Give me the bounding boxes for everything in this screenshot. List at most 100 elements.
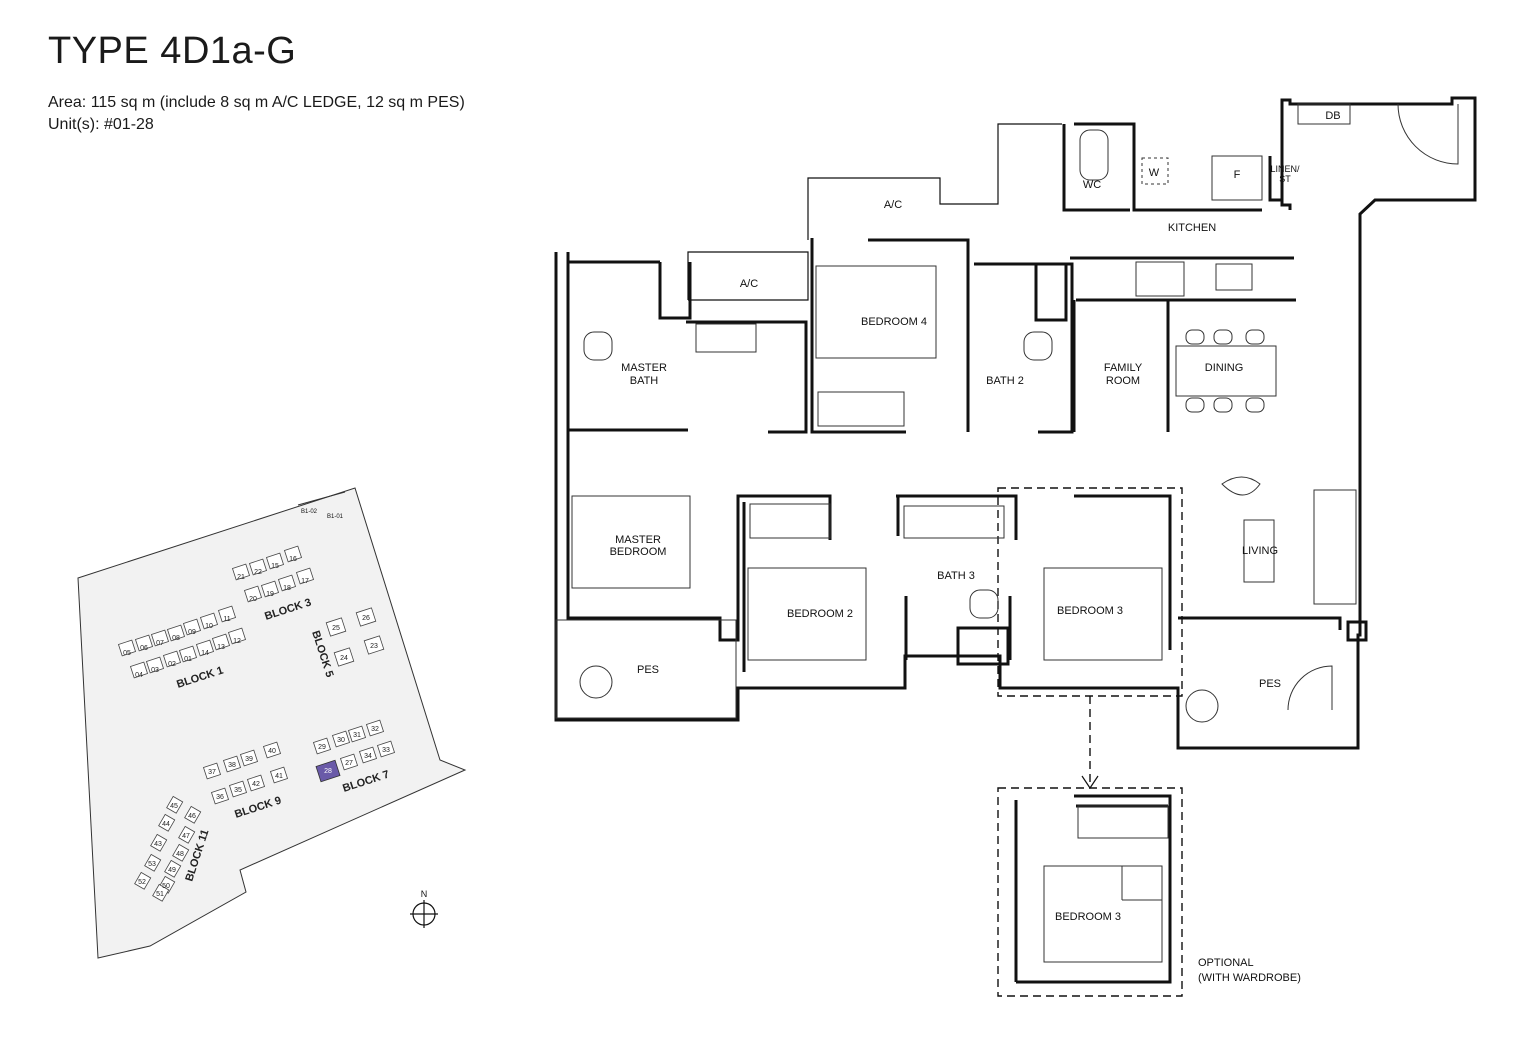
pes-chair-right-icon: [1185, 689, 1219, 723]
block-3: 21 22 15 16 20 19 18 17 BLOCK 3: [231, 545, 315, 623]
unit-37: 37: [208, 769, 216, 776]
unit-12: 12: [233, 638, 241, 645]
unit-39: 39: [245, 756, 253, 763]
unit-15: 15: [271, 563, 279, 570]
unit-25: 25: [332, 625, 340, 632]
unit-51: 51: [156, 891, 164, 898]
armchair-icon: [1221, 476, 1261, 496]
unit-47: 47: [182, 833, 190, 840]
dining-label: DINING: [1205, 362, 1244, 374]
unit-40: 40: [268, 748, 276, 755]
f-label: F: [1234, 169, 1241, 181]
bedroom2-bed-icon: [747, 567, 867, 661]
unit-21: 21: [237, 574, 245, 581]
family-room-label-1: FAMILY: [1104, 362, 1143, 374]
pes-left-label: PES: [637, 664, 659, 676]
bedroom3-bed-icon: [1043, 567, 1163, 661]
floor-plan: DB WC W F LINEN/ ST A/C KITCHEN A/C BEDR…: [554, 96, 1477, 997]
unit-33: 33: [382, 747, 390, 754]
pes-chair-left-icon: [579, 665, 613, 699]
ac-ledge-top: [807, 123, 1062, 240]
gate-b1-01: B1-01: [327, 514, 344, 520]
unit-19: 19: [266, 591, 274, 598]
outer-wall: [554, 96, 1477, 750]
kitchen-label: KITCHEN: [1168, 222, 1216, 234]
master-bedroom-label-1: MASTER: [615, 534, 661, 546]
unit-18: 18: [283, 585, 291, 592]
pes-right-label: PES: [1259, 678, 1281, 690]
optional-bedroom-outline: [997, 787, 1183, 997]
unit-02: 02: [168, 661, 176, 668]
unit-50: 50: [162, 883, 170, 890]
unit-30: 30: [337, 737, 345, 744]
wardrobe-icon: [695, 323, 757, 353]
unit-36: 36: [216, 794, 224, 801]
bedroom3-optional-label: BEDROOM 3: [1055, 911, 1121, 923]
unit-04: 04: [135, 672, 143, 679]
unit-26: 26: [362, 615, 370, 622]
bath3-label: BATH 3: [937, 570, 975, 582]
unit-22: 22: [254, 569, 262, 576]
sofa-icon: [1313, 489, 1357, 605]
master-bedroom-label-2: BEDROOM: [610, 546, 667, 558]
ac-top-label: A/C: [884, 199, 902, 211]
unit-41: 41: [275, 773, 283, 780]
unit-14: 14: [201, 650, 209, 657]
unit-23: 23: [370, 643, 378, 650]
coffee-table-icon: [1243, 519, 1275, 583]
bath2-label: BATH 2: [986, 375, 1024, 387]
pes-door-icon: [1287, 665, 1333, 711]
unit-06: 06: [140, 645, 148, 652]
unit-46: 46: [188, 813, 196, 820]
living-label: LIVING: [1242, 545, 1278, 557]
unit-38: 38: [228, 762, 236, 769]
unit-43: 43: [154, 841, 162, 848]
w-label: W: [1149, 167, 1160, 179]
unit-52: 52: [138, 879, 146, 886]
wc-label: WC: [1083, 179, 1101, 191]
bedroom4-label: BEDROOM 4: [861, 316, 927, 328]
unit-07: 07: [156, 640, 164, 647]
db-label: DB: [1325, 110, 1340, 122]
family-room-label-2: ROOM: [1106, 375, 1140, 387]
block-1: 05 06 07 08 09 10 11 04 03 02 01 14 13 1…: [117, 605, 247, 691]
optional-label-1: OPTIONAL: [1198, 957, 1254, 969]
north-label: N: [421, 889, 428, 899]
highlight-unit-28: [315, 759, 341, 783]
unit-48: 48: [176, 851, 184, 858]
unit-17: 17: [301, 578, 309, 585]
master-bath-label-2: BATH: [630, 375, 659, 387]
unit-31: 31: [353, 732, 361, 739]
unit-32: 32: [371, 726, 379, 733]
units-line: Unit(s): #01-28: [48, 116, 154, 133]
unit-27: 27: [345, 760, 353, 767]
master-bath-label-1: MASTER: [621, 362, 667, 374]
master-toilet-icon: [583, 331, 613, 361]
north-arrow-icon: N: [410, 889, 438, 928]
unit-11: 11: [223, 616, 230, 623]
optional-label-2: (WITH WARDROBE): [1198, 972, 1301, 984]
optional-zone-outline: [997, 487, 1183, 697]
unit-09: 09: [188, 629, 196, 636]
dining-table-icon: [1175, 345, 1277, 397]
page-title: TYPE 4D1a-G: [48, 30, 297, 72]
unit-29: 29: [318, 744, 326, 751]
bedroom3-label: BEDROOM 3: [1057, 605, 1123, 617]
main-door-icon: [1397, 103, 1459, 165]
unit-44: 44: [162, 821, 170, 828]
area-line: Area: 115 sq m (include 8 sq m A/C LEDGE…: [48, 94, 465, 111]
stove-icon: [1135, 261, 1185, 297]
unit-16: 16: [289, 556, 297, 563]
unit-53: 53: [148, 861, 156, 868]
master-bed-icon: [571, 495, 691, 589]
unit-34: 34: [364, 753, 372, 760]
ac-left-label: A/C: [740, 278, 758, 290]
unit-05: 05: [123, 650, 131, 657]
linen-label-2: ST: [1279, 174, 1291, 184]
block-5: 25 26 24 23 BLOCK 5: [309, 607, 385, 679]
wc-toilet-icon: [1079, 129, 1109, 181]
unit-45: 45: [170, 803, 178, 810]
bath2-toilet-icon: [1023, 331, 1053, 361]
bed-icon: [1043, 865, 1163, 963]
unit-28: 28: [324, 768, 332, 775]
